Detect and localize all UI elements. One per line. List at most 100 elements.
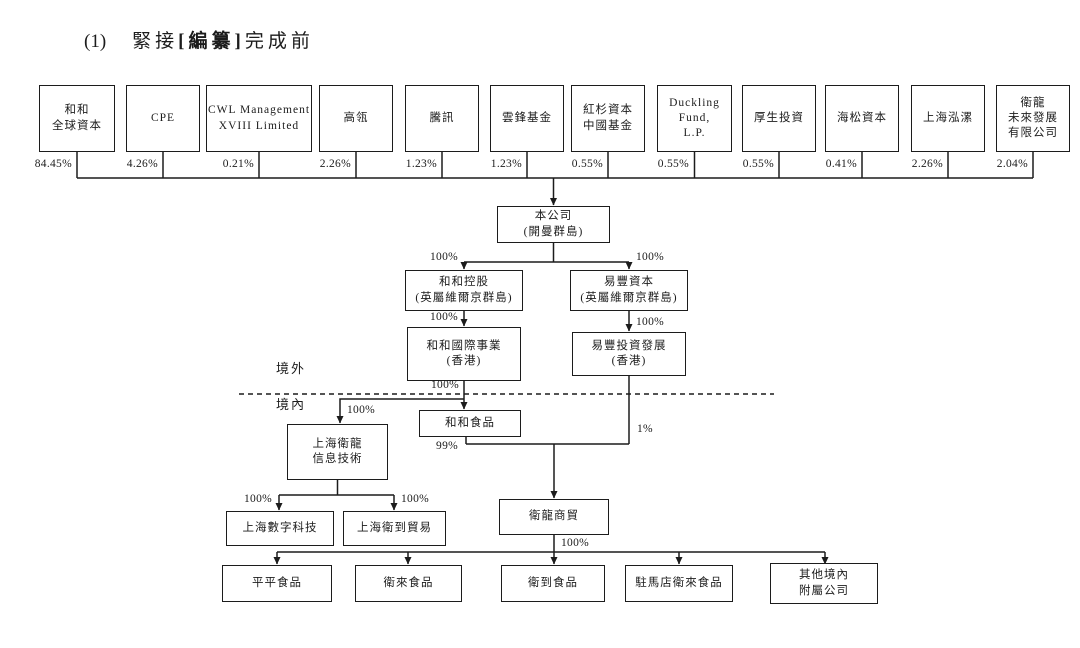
node-label-line: 附屬公司	[799, 584, 849, 597]
title-number: (1)	[84, 31, 107, 52]
node-shanghai-hongluo: 上海泓漯	[911, 85, 985, 152]
node-label-line: 未來發展	[1008, 111, 1058, 124]
label-pct-haisong-capital: 0.41%	[825, 158, 857, 170]
node-hehe-international: 和和國際事業 (香港)	[407, 327, 521, 381]
node-hehe-holding: 和和控股 (英屬維爾京群島)	[405, 270, 523, 311]
node-shanghai-weidao-trading: 上海衛到貿易	[343, 511, 446, 546]
label-pct-housheng-investment: 0.55%	[742, 158, 774, 170]
node-label-line: 海松資本	[837, 111, 887, 124]
node-label-line: 雲鋒基金	[502, 111, 552, 124]
node-label-line: 高瓴	[343, 111, 369, 124]
node-weidao-food: 衛到食品	[501, 565, 605, 602]
node-pingping-food: 平平食品	[222, 565, 332, 602]
node-weilong-future: 衛龍未來發展有限公司	[996, 85, 1070, 152]
label-pct-sequoia-china-fund: 0.55%	[571, 158, 603, 170]
node-weilai-food: 衛來食品	[355, 565, 462, 602]
node-yifeng-capital: 易豐資本 (英屬維爾京群島)	[570, 270, 688, 311]
node-label-line: Fund,	[678, 111, 711, 124]
node-label-line: 易豐資本	[604, 276, 654, 289]
label-pct-shanghai-hongluo: 2.26%	[911, 158, 943, 170]
node-label-line: 中國基金	[583, 119, 633, 132]
label-own-shanghai-digital-tech: 100%	[243, 493, 272, 505]
node-label-line: 騰訊	[429, 111, 455, 124]
label-region-onshore: 境內	[276, 397, 307, 412]
label-own-yifeng-one-pct: 1%	[637, 423, 653, 435]
node-other-prc-subsidiaries: 其他境內附屬公司	[770, 563, 878, 604]
node-hehe-food: 和和食品	[419, 410, 521, 437]
node-label-line: 易豐投資發展	[591, 339, 667, 352]
node-label-line: 本公司	[534, 210, 573, 223]
label-pct-hillhouse: 2.26%	[319, 158, 351, 170]
node-label-line: (開曼群島)	[523, 225, 584, 238]
node-label-line: 全球資本	[52, 119, 102, 132]
label-own-hehe-food: 100%	[430, 379, 459, 391]
node-shanghai-digital-tech: 上海數字科技	[226, 511, 334, 546]
label-own-weilong-commerce: 100%	[561, 537, 590, 549]
node-label-line: 衛龍	[1020, 96, 1046, 109]
node-housheng-investment: 厚生投資	[742, 85, 816, 152]
label-own-yifeng-investment: 100%	[636, 316, 665, 328]
node-label-line: 衛龍商貿	[529, 510, 579, 523]
ownership-arrow	[336, 398, 464, 424]
node-label-line: (英屬維爾京群島)	[580, 291, 678, 304]
label-own-hehe-holding: 100%	[429, 251, 458, 263]
title-text-pre: 緊接	[132, 31, 179, 52]
label-own-hehe-international: 100%	[429, 311, 458, 323]
label-region-offshore: 境外	[276, 361, 307, 376]
title-text-post: 完成前	[244, 31, 314, 52]
node-label-line: 上海衛到貿易	[357, 521, 432, 534]
node-label-line: 衛來食品	[383, 576, 434, 589]
node-haisong-capital: 海松資本	[825, 85, 899, 152]
label-own-shanghai-weidao-trading: 100%	[401, 493, 430, 505]
label-pct-hehe-global-capital: 84.45%	[34, 158, 72, 170]
node-label-line: 和和食品	[445, 416, 495, 429]
node-yifeng-investment: 易豐投資發展 (香港)	[572, 332, 686, 376]
page-title: (1) 緊接[編纂]完成前	[84, 26, 314, 53]
node-label-line: 駐馬店衛來食品	[635, 576, 723, 589]
node-label-line: XVIII Limited	[218, 119, 300, 132]
node-yunfeng-fund: 雲鋒基金	[490, 85, 564, 152]
node-label-line: 厚生投資	[754, 111, 804, 124]
label-pct-duckling-fund: 0.55%	[657, 158, 689, 170]
node-sequoia-china-fund: 紅杉資本中國基金	[571, 85, 645, 152]
node-label-line: 上海數字科技	[242, 521, 318, 534]
node-label-line: 和和國際事業	[426, 339, 502, 352]
node-label-line: (香港)	[611, 355, 647, 367]
node-label-line: CWL Management	[207, 104, 311, 117]
node-cpe: CPE	[126, 85, 200, 152]
label-pct-tencent: 1.23%	[405, 158, 437, 170]
label-pct-cpe: 4.26%	[126, 158, 158, 170]
node-label-line: 其他境內	[799, 569, 849, 582]
node-label-line: (英屬維爾京群島)	[415, 291, 513, 304]
label-own-shanghai-weilong-info: 100%	[347, 404, 376, 416]
node-label-line: L.P.	[683, 127, 706, 140]
node-label-line: (香港)	[446, 355, 482, 367]
node-label-line: 上海衛龍	[312, 437, 363, 450]
node-zhumadian-weilai-food: 駐馬店衛來食品	[625, 565, 733, 602]
node-tencent: 騰訊	[405, 85, 479, 152]
node-label-line: Duckling	[669, 96, 720, 109]
node-the-company: 本公司 (開曼群島)	[497, 206, 610, 243]
label-pct-yunfeng-fund: 1.23%	[490, 158, 522, 170]
node-label-line: 衛到食品	[528, 576, 578, 589]
node-label-line: 紅杉資本	[583, 104, 633, 117]
node-label-line: 上海泓漯	[923, 111, 973, 124]
node-label-line: 和和	[64, 104, 90, 117]
label-own-yifeng-capital: 100%	[636, 251, 665, 263]
node-label-line: 和和控股	[439, 276, 489, 289]
label-own-hehe-food-99pct: 99%	[436, 440, 458, 452]
title-text-bracket: [編纂]	[178, 31, 245, 52]
node-label-line: CPE	[150, 111, 176, 124]
node-weilong-commerce: 衛龍商貿	[499, 499, 609, 535]
node-hehe-global-capital: 和和全球資本	[39, 85, 115, 152]
node-label-line: 信息技術	[312, 453, 363, 465]
label-pct-cwl-management: 0.21%	[222, 158, 254, 170]
node-hillhouse: 高瓴	[319, 85, 393, 152]
label-pct-weilong-future: 2.04%	[996, 158, 1028, 170]
node-label-line: 有限公司	[1008, 127, 1058, 140]
node-label-line: 平平食品	[252, 576, 302, 589]
